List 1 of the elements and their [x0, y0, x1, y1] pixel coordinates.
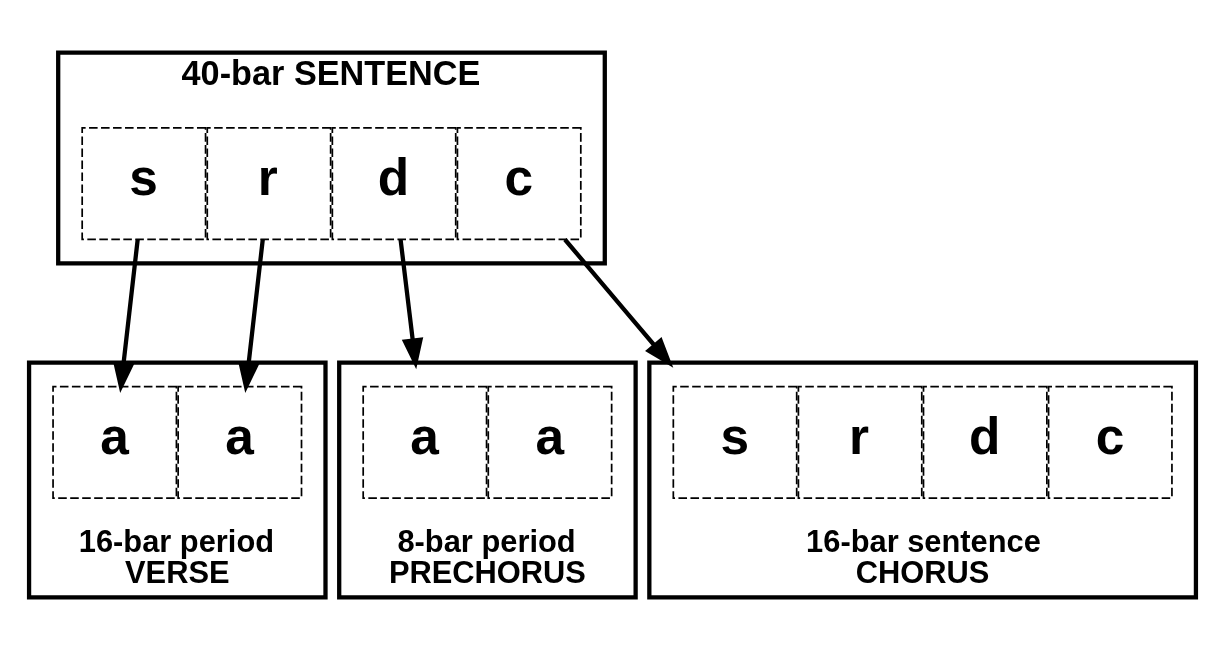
node-label: 16-bar period: [78, 523, 275, 559]
